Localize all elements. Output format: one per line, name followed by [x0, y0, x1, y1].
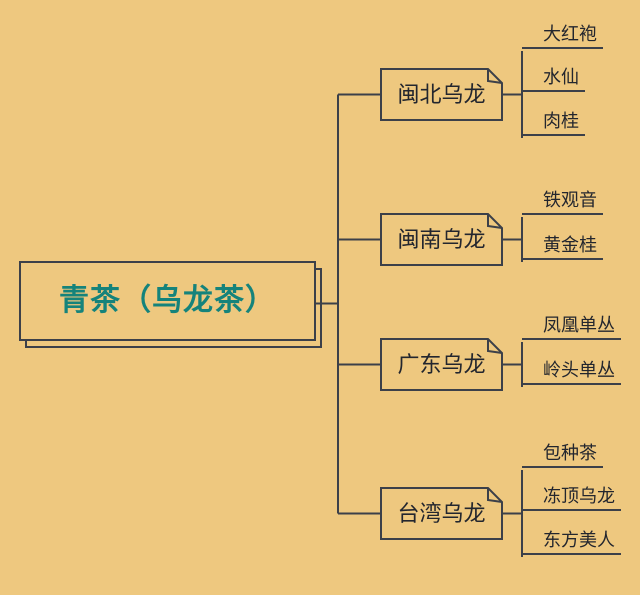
- leaf-node-dongding-oolong[interactable]: 冻顶乌龙: [522, 483, 621, 511]
- branch-node-shape-guangdong: [380, 338, 503, 391]
- leaf-node-rougui[interactable]: 肉桂: [522, 108, 585, 136]
- branch-node-shape-minnan: [380, 213, 503, 266]
- root-node-shape: [19, 261, 322, 348]
- leaf-node-baozhongcha[interactable]: 包种茶: [522, 440, 603, 468]
- leaf-node-fenghuang-dancong[interactable]: 凤凰单丛: [522, 312, 621, 340]
- leaf-node-tieguanyin[interactable]: 铁观音: [522, 187, 603, 215]
- leaf-node-lingtou-dancong[interactable]: 岭头单丛: [522, 357, 621, 385]
- leaf-node-dahongpao[interactable]: 大红袍: [522, 21, 603, 49]
- tree-connectors: [315, 51, 523, 557]
- leaf-node-huangjingui[interactable]: 黄金桂: [522, 232, 603, 260]
- root-node[interactable]: 青茶（乌龙茶）: [59, 284, 276, 317]
- leaf-node-dongfang-meiren[interactable]: 东方美人: [522, 527, 621, 555]
- leaf-node-shuixian[interactable]: 水仙: [522, 64, 585, 92]
- branch-node-guangdong-oolong[interactable]: 广东乌龙: [397, 352, 486, 377]
- branch-node-shape-taiwan: [380, 487, 503, 540]
- branch-node-taiwan-oolong[interactable]: 台湾乌龙: [397, 501, 486, 526]
- branch-node-minbei-oolong[interactable]: 闽北乌龙: [397, 82, 486, 107]
- branch-node-shape-minbei: [380, 68, 503, 121]
- branch-node-minnan-oolong[interactable]: 闽南乌龙: [397, 227, 486, 252]
